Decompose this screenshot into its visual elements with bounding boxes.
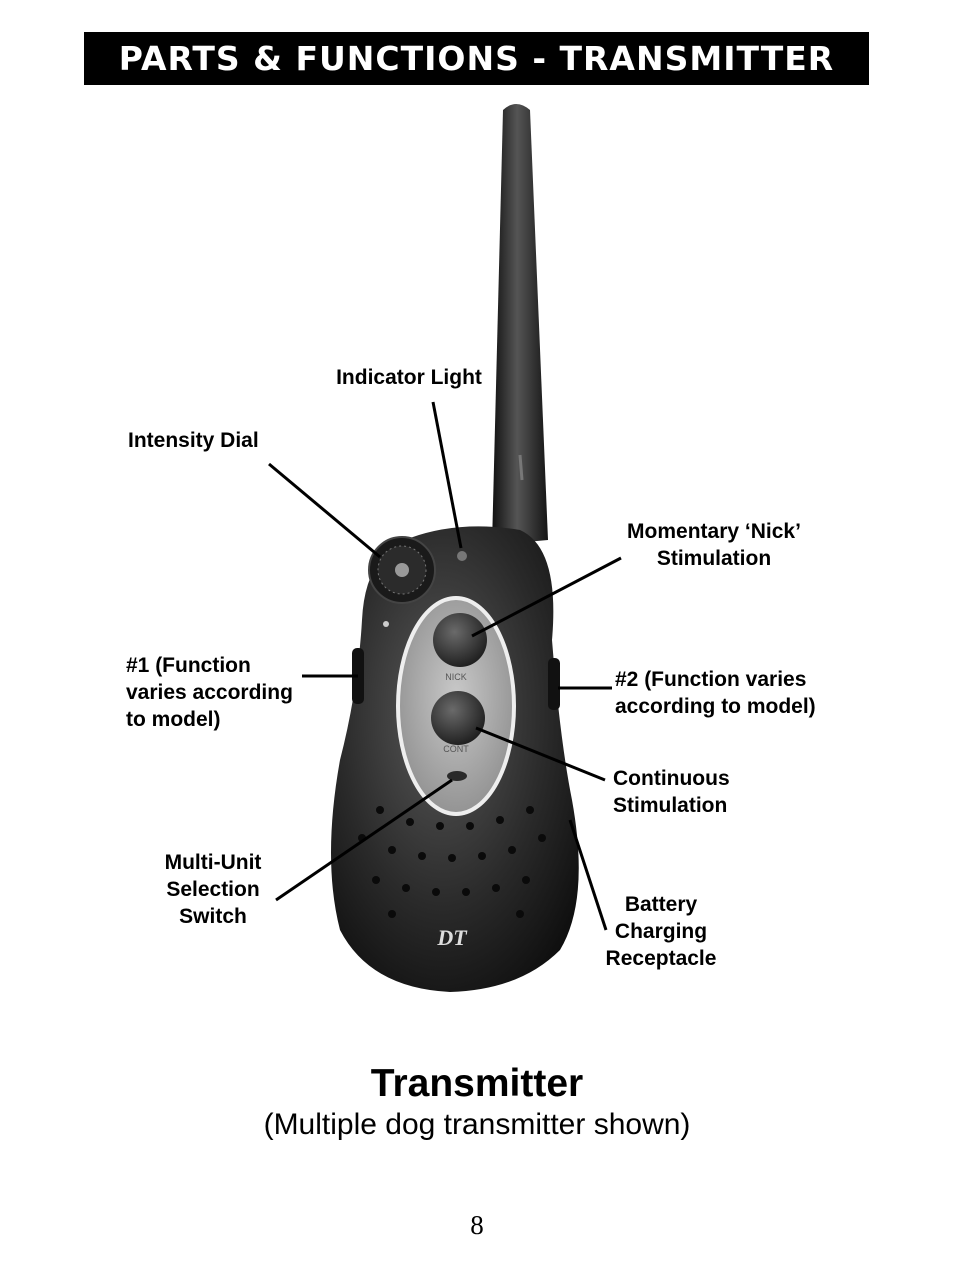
momentary-nick-label: Momentary ‘Nick’ Stimulation [627, 520, 801, 570]
indicator-light [457, 551, 467, 561]
antenna [492, 104, 548, 545]
nick-button-label: NICK [445, 672, 467, 682]
nick-button [433, 613, 487, 667]
function1-label: #1 (Function varies according to model) [126, 654, 293, 731]
continuous-label: Continuous Stimulation [613, 767, 730, 817]
figure-subtitle: (Multiple dog transmitter shown) [263, 1108, 691, 1141]
cont-button-label: CONT [443, 744, 469, 754]
leader-intensity-dial [268, 462, 381, 559]
leader-continuous [475, 726, 606, 782]
intensity-dial-label: Intensity Dial [128, 429, 259, 452]
leader-multi-unit [275, 778, 453, 902]
section-header: PARTS & FUNCTIONS - TRANSMITTER [84, 32, 869, 85]
speaker-holes [358, 806, 546, 918]
leader-battery [568, 819, 608, 931]
battery-label: Battery Charging Receptacle [605, 893, 717, 970]
function2-side-button [548, 658, 560, 710]
intensity-dial [368, 536, 436, 604]
function2-label: #2 (Function varies according to model) [615, 668, 816, 718]
brand-logo: DT [436, 925, 468, 950]
leader-nick [471, 556, 622, 638]
continuous-button [431, 691, 485, 745]
page-number: 8 [470, 1210, 484, 1240]
multi-unit-label: Multi-Unit Selection Switch [164, 851, 262, 928]
multi-unit-switch [447, 771, 467, 781]
indicator-light-label: Indicator Light [336, 366, 482, 389]
leader-indicator-light [431, 401, 463, 549]
figure-title: Transmitter [370, 1062, 584, 1105]
